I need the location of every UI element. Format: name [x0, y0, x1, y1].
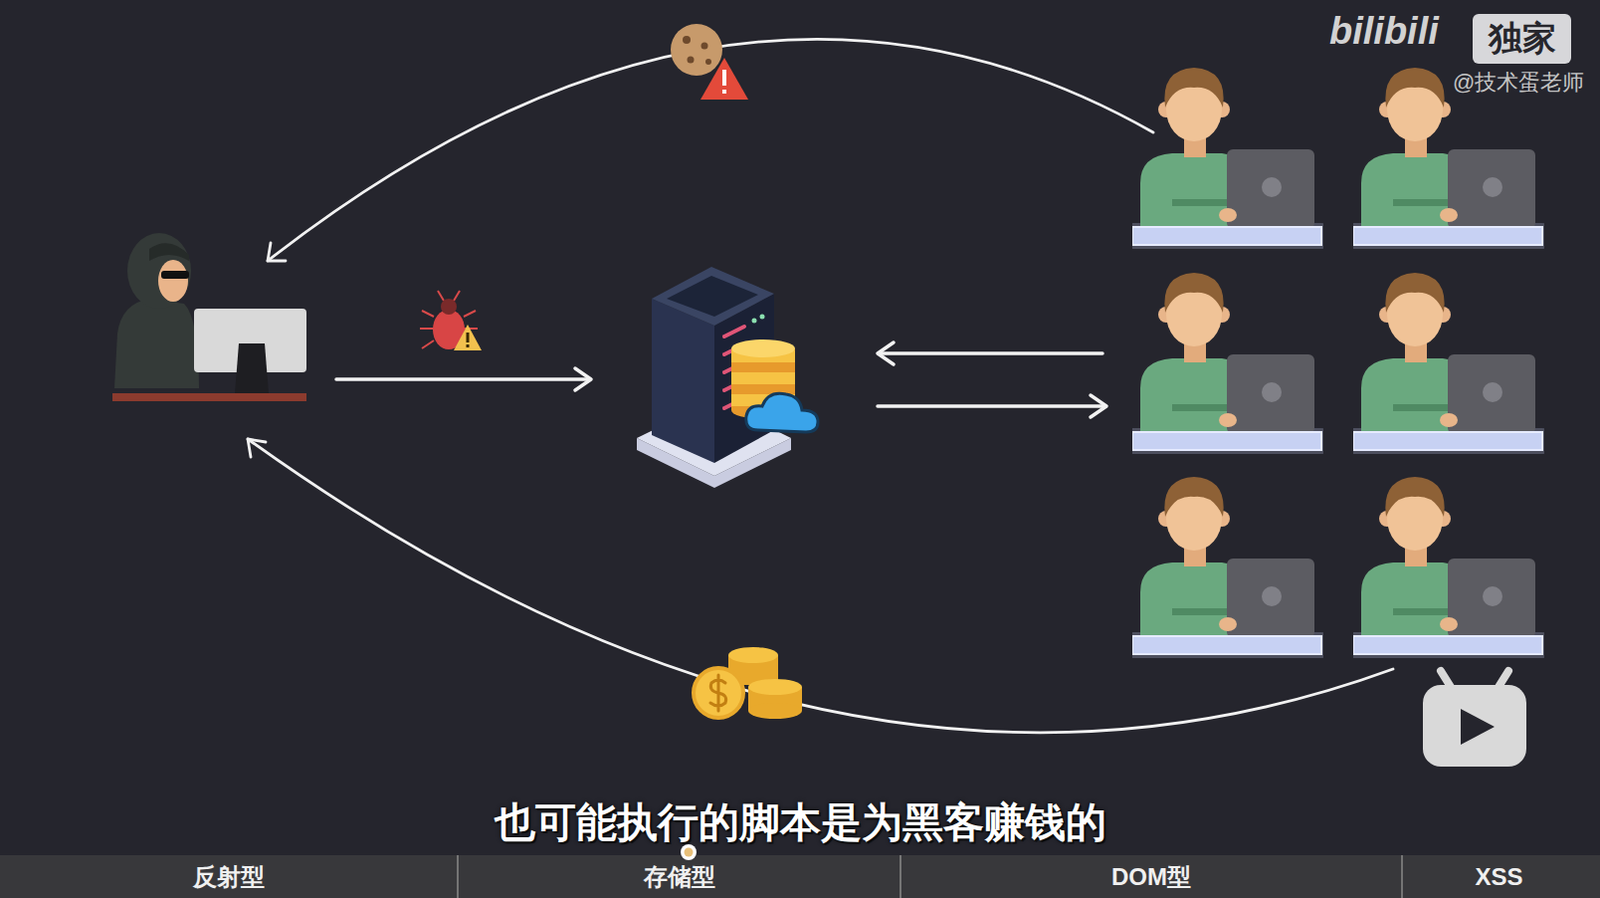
watermark-logo: bilibili	[1329, 9, 1439, 54]
user-group	[1128, 67, 1547, 658]
node-text: XSS	[1474, 862, 1523, 891]
hacker-figure	[112, 232, 307, 401]
tab-segment: DOM型	[900, 854, 1402, 898]
node-text: DOM型	[1111, 862, 1192, 891]
subtitle: 也可能执行的脚本是为黑客赚钱的	[202, 799, 1398, 846]
node-text: 独家	[1488, 18, 1557, 58]
node-text: 存储型	[643, 862, 716, 891]
tab-segment: 存储型	[457, 854, 901, 898]
watermark-author: @技术蛋老师	[1452, 69, 1585, 95]
tab-segment: XSS	[1400, 854, 1599, 898]
server-icon	[636, 266, 818, 488]
node-text: 反射型	[193, 862, 265, 891]
tab-segment: 反射型	[0, 854, 458, 898]
chapter-bar	[0, 843, 1600, 898]
cookie-icon	[670, 23, 749, 100]
money-icon	[693, 646, 802, 719]
badge-box: 独家	[1472, 13, 1572, 64]
malicious-script-icon	[419, 290, 482, 351]
flow-arrows	[247, 38, 1394, 732]
tv-logo	[1422, 670, 1527, 767]
